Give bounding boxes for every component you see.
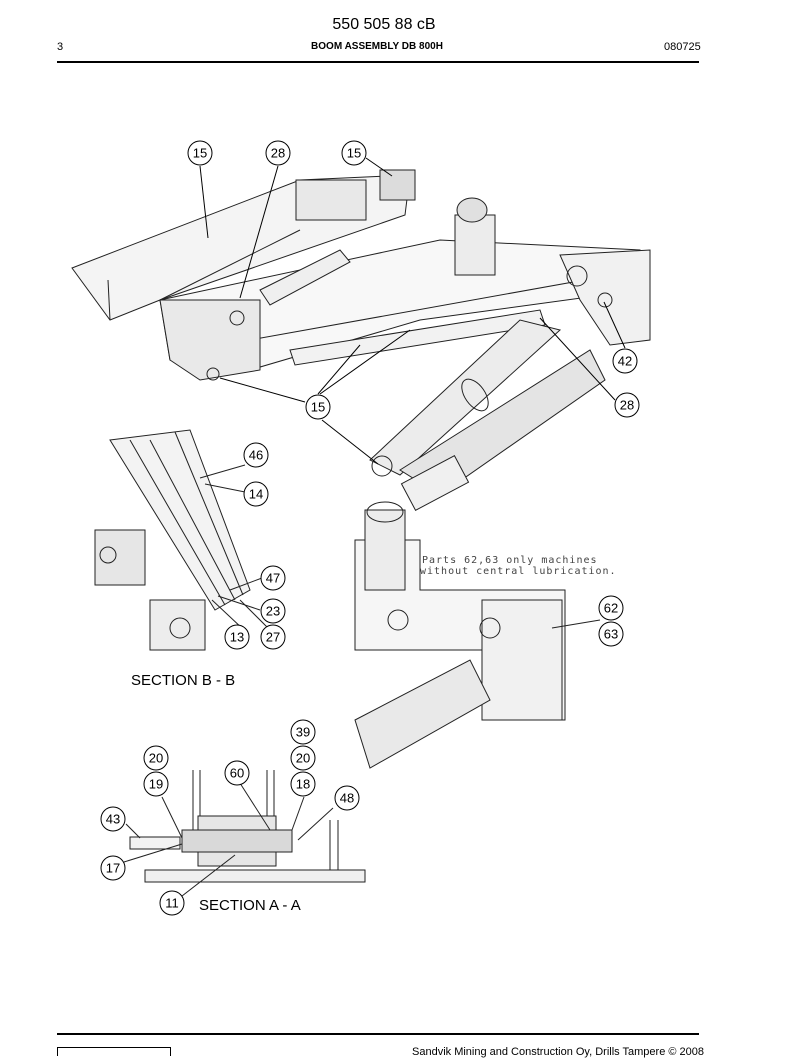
callout-circle bbox=[598, 621, 624, 647]
header-rule bbox=[57, 61, 699, 63]
callout-circle bbox=[290, 719, 316, 745]
footer-rule bbox=[57, 1033, 699, 1035]
callout-number: 13 bbox=[230, 630, 244, 645]
callout-28: 28 bbox=[614, 392, 640, 418]
leader-lines-top bbox=[199, 157, 626, 465]
callout-48: 48 bbox=[334, 785, 360, 811]
callout-circle bbox=[224, 624, 250, 650]
boom-assembly-view bbox=[71, 169, 651, 512]
callout-17: 17 bbox=[100, 855, 126, 881]
callout-19: 19 bbox=[143, 771, 169, 797]
callout-circle bbox=[100, 855, 126, 881]
callout-number: 20 bbox=[296, 751, 310, 766]
callout-group: 15 28 15 42 15 28 46 14 47 23 13 27 62 63 39 20 20 19 60 18… bbox=[100, 140, 640, 916]
callout-number: 42 bbox=[618, 354, 632, 369]
callout-circle bbox=[612, 348, 638, 374]
callout-13: 13 bbox=[224, 624, 250, 650]
callout-number: 14 bbox=[249, 487, 263, 502]
callout-28: 28 bbox=[265, 140, 291, 166]
callout-11: 11 bbox=[159, 890, 185, 916]
page-number: 3 bbox=[57, 41, 64, 53]
callout-circle bbox=[187, 140, 213, 166]
callout-15: 15 bbox=[187, 140, 213, 166]
callout-circle bbox=[341, 140, 367, 166]
callout-42: 42 bbox=[612, 348, 638, 374]
callout-number: 62 bbox=[604, 601, 618, 616]
lubrication-note-line2: without central lubrication. bbox=[420, 566, 617, 577]
callout-number: 60 bbox=[230, 766, 244, 781]
callout-number: 48 bbox=[340, 791, 354, 806]
callout-15: 15 bbox=[341, 140, 367, 166]
callout-number: 46 bbox=[249, 448, 263, 463]
document-number: 550 505 88 cB bbox=[332, 16, 436, 33]
section-bb-label: SECTION B - B bbox=[131, 672, 235, 689]
callout-20: 20 bbox=[143, 745, 169, 771]
callout-number: 19 bbox=[149, 777, 163, 792]
callout-circle bbox=[614, 392, 640, 418]
callout-circle bbox=[100, 806, 126, 832]
lubrication-detail-view bbox=[354, 501, 601, 769]
callout-circle bbox=[224, 760, 250, 786]
callout-circle bbox=[265, 140, 291, 166]
callout-number: 43 bbox=[106, 812, 120, 827]
callout-circle bbox=[243, 481, 269, 507]
callout-circle bbox=[290, 745, 316, 771]
callout-60: 60 bbox=[224, 760, 250, 786]
callout-circle bbox=[143, 771, 169, 797]
callout-number: 28 bbox=[271, 146, 285, 161]
callout-circle bbox=[260, 598, 286, 624]
document-title: BOOM ASSEMBLY DB 800H bbox=[311, 41, 443, 52]
callout-46: 46 bbox=[243, 442, 269, 468]
callout-circle bbox=[260, 624, 286, 650]
callout-number: 17 bbox=[106, 861, 120, 876]
callout-circle bbox=[159, 890, 185, 916]
callout-circle bbox=[305, 394, 331, 420]
callout-circle bbox=[260, 565, 286, 591]
callout-number: 63 bbox=[604, 627, 618, 642]
callout-14: 14 bbox=[243, 481, 269, 507]
callout-number: 15 bbox=[193, 146, 207, 161]
callout-number: 18 bbox=[296, 777, 310, 792]
callout-circle bbox=[290, 771, 316, 797]
lubrication-note-line1: Parts 62,63 only machines bbox=[422, 555, 598, 566]
callout-circle bbox=[243, 442, 269, 468]
callout-20: 20 bbox=[290, 745, 316, 771]
callout-number: 47 bbox=[266, 571, 280, 586]
callout-number: 15 bbox=[311, 400, 325, 415]
callout-27: 27 bbox=[260, 624, 286, 650]
callout-circle bbox=[143, 745, 169, 771]
callout-43: 43 bbox=[100, 806, 126, 832]
callout-number: 11 bbox=[165, 896, 179, 911]
callout-number: 15 bbox=[347, 146, 361, 161]
sandvik-logo bbox=[57, 1047, 171, 1056]
callout-63: 63 bbox=[598, 621, 624, 647]
callout-number: 20 bbox=[149, 751, 163, 766]
callout-circle bbox=[598, 595, 624, 621]
callout-number: 27 bbox=[266, 630, 280, 645]
callout-number: 39 bbox=[296, 725, 310, 740]
callout-15: 15 bbox=[305, 394, 331, 420]
callout-39: 39 bbox=[290, 719, 316, 745]
callout-18: 18 bbox=[290, 771, 316, 797]
section-bb-view bbox=[94, 429, 271, 651]
callout-number: 23 bbox=[266, 604, 280, 619]
callout-number: 28 bbox=[620, 398, 634, 413]
footer-copyright: Sandvik Mining and Construction Oy, Dril… bbox=[412, 1046, 704, 1058]
document-date: 080725 bbox=[664, 41, 701, 53]
callout-47: 47 bbox=[260, 565, 286, 591]
callout-circle bbox=[334, 785, 360, 811]
section-aa-view bbox=[123, 770, 366, 897]
section-aa-label: SECTION A - A bbox=[199, 897, 301, 914]
callout-62: 62 bbox=[598, 595, 624, 621]
callout-23: 23 bbox=[260, 598, 286, 624]
